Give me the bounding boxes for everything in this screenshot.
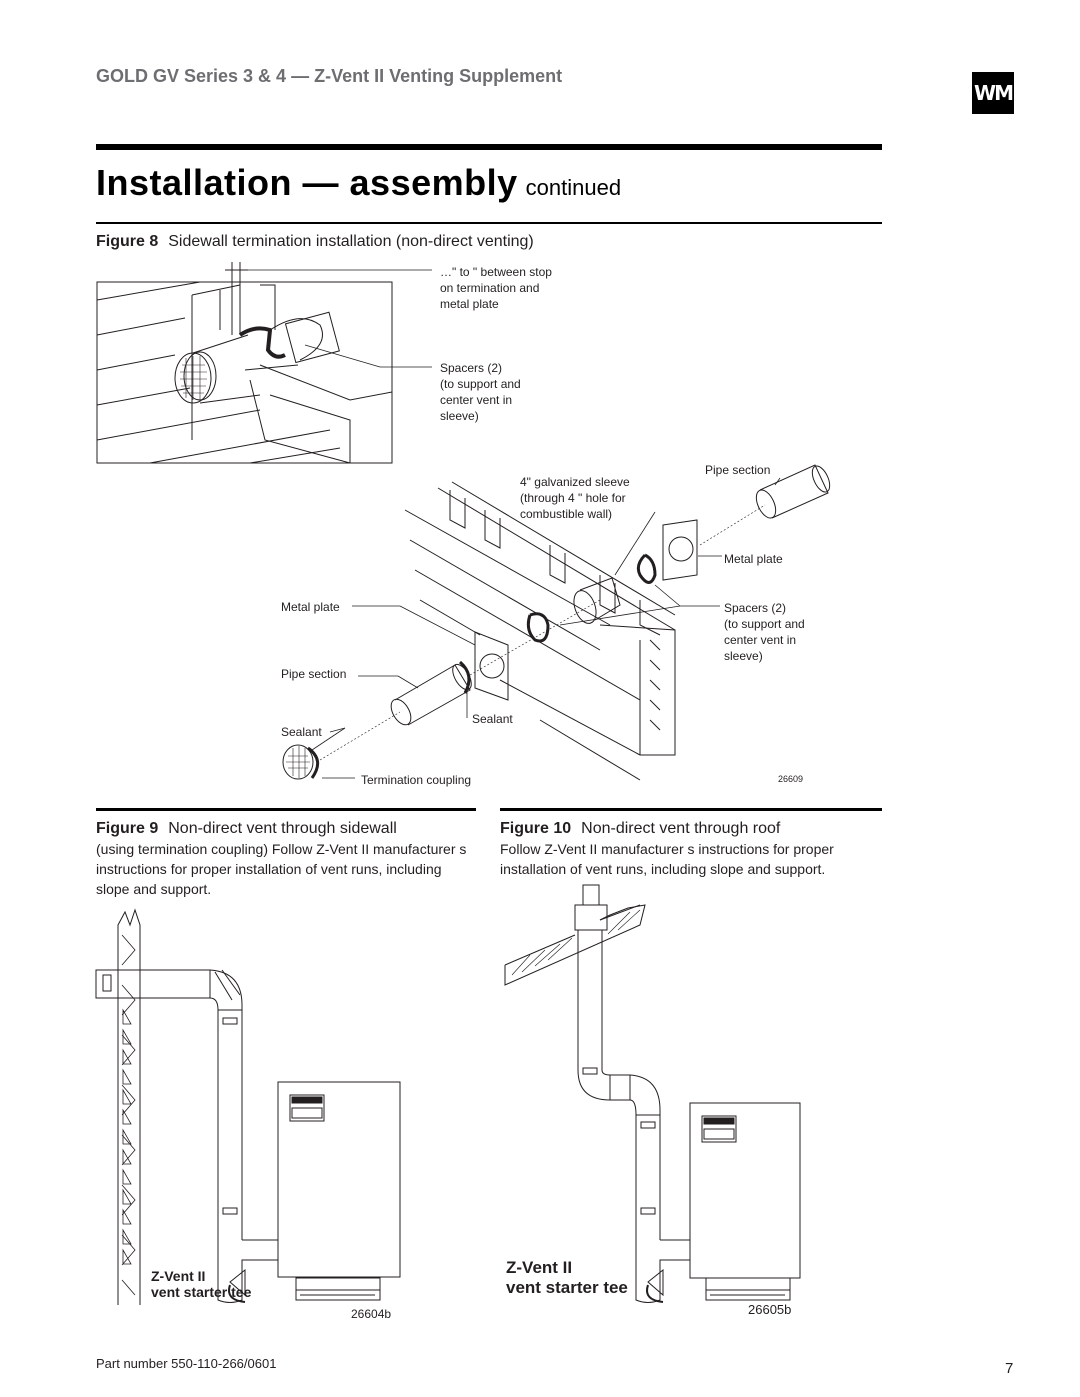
label-gap-line2: on termination and xyxy=(440,281,540,295)
label-gap-line3: metal plate xyxy=(440,297,499,311)
section-rule xyxy=(96,222,882,224)
document-header-title: GOLD GV Series 3 & 4 — Z-Vent II Venting… xyxy=(96,66,563,86)
label-pipe-section-left: Pipe section xyxy=(281,667,347,681)
figure10-vent-label-2: vent starter tee xyxy=(506,1278,628,1297)
section-title-main: Installation — assembly xyxy=(96,162,518,203)
figure10-caption: Figure 10 Non-direct vent through roof xyxy=(500,820,780,838)
figure9-vent-label-1: Z-Vent II xyxy=(151,1268,206,1284)
figure8-ref-number: 26609 xyxy=(778,774,804,784)
header-rule xyxy=(96,144,882,150)
label-sleeve-3: combustible wall) xyxy=(520,507,613,521)
label-spacers-right-2: (to support and xyxy=(724,617,805,631)
label-spacers-top-4: sleeve) xyxy=(440,409,479,423)
label-spacers-right-3: center vent in xyxy=(724,633,797,647)
label-metal-plate-left: Metal plate xyxy=(281,600,340,614)
label-spacers-top-2: (to support and xyxy=(440,377,521,391)
footer-page-number: 7 xyxy=(1005,1360,1014,1377)
figure9-caption: Figure 9 Non-direct vent through sidewall xyxy=(96,820,397,838)
figure9-ref-number: 26604b xyxy=(351,1307,392,1321)
label-metal-plate-right: Metal plate xyxy=(724,552,783,566)
figure9-vent-label-2: vent starter tee xyxy=(151,1284,252,1300)
label-gap-line1: …" to " between stop xyxy=(440,265,552,279)
figure9-rule xyxy=(96,808,476,811)
section-title: Installation — assembly continued xyxy=(96,162,621,204)
figure8-caption-text: Sidewall termination installation (non-d… xyxy=(168,233,534,250)
figure9-caption-text: Non-direct vent through sidewall xyxy=(168,820,397,837)
figure10-description: Follow Z-Vent II manufacturer s instruct… xyxy=(500,841,834,877)
logo-text: WM xyxy=(974,81,1014,105)
label-spacers-right-4: sleeve) xyxy=(724,649,763,663)
label-pipe-section-right: Pipe section xyxy=(705,463,771,477)
figure9-description: (using termination coupling) Follow Z-Ve… xyxy=(96,841,467,897)
figure10-caption-text: Non-direct vent through roof xyxy=(581,820,781,837)
label-spacers-top-1: Spacers (2) xyxy=(440,361,503,375)
label-termination-coupling: Termination coupling xyxy=(361,773,472,787)
label-sealant-left: Sealant xyxy=(281,725,322,739)
figure10-rule xyxy=(500,808,882,811)
figure10-number: Figure 10 xyxy=(500,820,572,837)
label-sealant-center: Sealant xyxy=(472,712,513,726)
section-title-continued: continued xyxy=(525,175,622,200)
figure10-ref-number: 26605b xyxy=(748,1302,792,1317)
label-sleeve-1: 4" galvanized sleeve xyxy=(520,475,630,489)
footer-part-number: Part number 550-110-266/0601 xyxy=(96,1356,277,1371)
label-spacers-right-1: Spacers (2) xyxy=(724,601,787,615)
figure10-vent-label-1: Z-Vent II xyxy=(506,1258,573,1277)
label-sleeve-2: (through 4 " hole for xyxy=(520,491,626,505)
figure8-caption: Figure 8 Sidewall termination installatio… xyxy=(96,233,534,251)
weil-mclain-logo: WM xyxy=(972,72,1014,114)
label-spacers-top-3: center vent in xyxy=(440,393,513,407)
figure8-number: Figure 8 xyxy=(96,233,159,250)
figure9-number: Figure 9 xyxy=(96,820,159,837)
